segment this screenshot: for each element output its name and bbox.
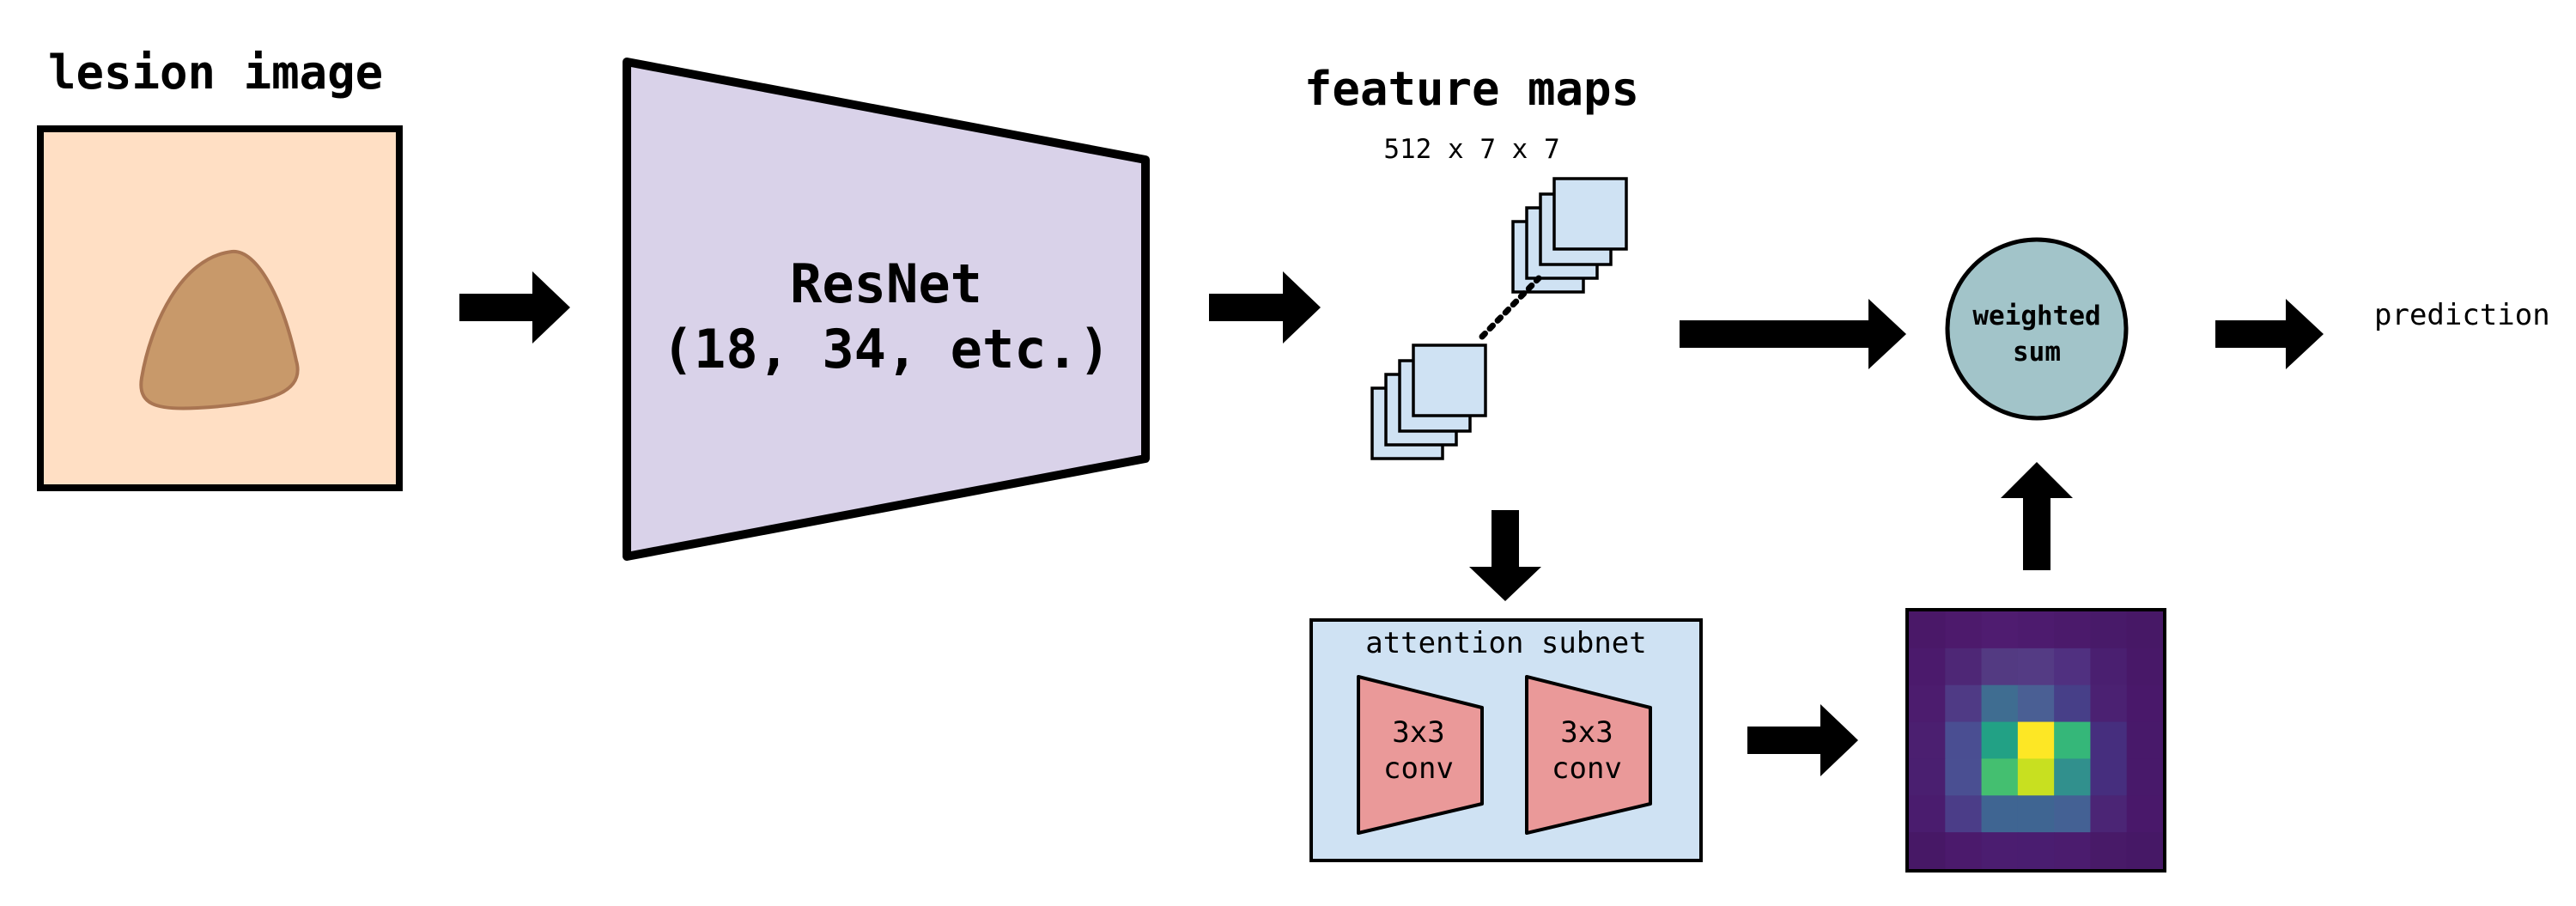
- heatmap-cell: [2054, 832, 2092, 870]
- conv-block-2: [1525, 675, 1652, 835]
- heatmap-cell: [1945, 721, 1983, 760]
- arrow-heatmap-to-weighted-sum: [2001, 462, 2073, 570]
- heatmap-cell: [1909, 758, 1946, 796]
- heatmap-cell: [2054, 758, 2092, 796]
- attention-subnet-title: attention subnet: [1365, 626, 1647, 660]
- feature-map-stack-bottom: [1370, 344, 1487, 460]
- heatmap-cell: [2090, 648, 2128, 686]
- heatmap-cell: [1909, 721, 1946, 760]
- heatmap-cell: [2017, 721, 2055, 760]
- heatmap-cell: [1981, 758, 2019, 796]
- feature-map-ellipsis: [1479, 275, 1542, 340]
- heatmap-cell: [1909, 648, 1946, 686]
- conv-block-1-label-line2: conv: [1383, 751, 1454, 786]
- heatmap-cell: [2054, 795, 2092, 833]
- heatmap-cell: [1981, 721, 2019, 760]
- conv-block-2-label-line1: 3x3: [1560, 715, 1613, 750]
- heatmap-cell: [1945, 648, 1983, 686]
- conv-block-2-label-line2: conv: [1552, 751, 1622, 786]
- arrow-attention-to-heatmap: [1747, 704, 1858, 776]
- heatmap-cell: [2090, 758, 2128, 796]
- weighted-sum-label-line1: weighted: [1972, 301, 2100, 331]
- heatmap-cell: [1909, 684, 1946, 723]
- heatmap-cell: [2017, 758, 2055, 796]
- heatmap-cell: [1981, 684, 2019, 723]
- resnet-variants-label: (18, 34, etc.): [662, 318, 1111, 380]
- feature-maps-dims: 512 x 7 x 7: [1383, 134, 1559, 165]
- arrow-features-to-weighted-sum: [1680, 299, 1906, 369]
- heatmap-cell: [2126, 832, 2164, 870]
- heatmap-cell: [1945, 611, 1983, 649]
- heatmap-cell: [1945, 832, 1983, 870]
- lesion-image-title: lesion image: [48, 46, 383, 100]
- resnet-label: ResNet: [790, 252, 982, 315]
- heatmap-cell: [2090, 684, 2128, 723]
- heatmap-cell: [2126, 795, 2164, 833]
- heatmap-cell: [1981, 648, 2019, 686]
- arrow-weighted-sum-to-prediction: [2215, 299, 2324, 369]
- heatmap-cell: [2017, 795, 2055, 833]
- conv-block-1: [1357, 675, 1484, 835]
- prediction-label: prediction: [2374, 298, 2550, 332]
- heatmap-cell: [1945, 758, 1983, 796]
- heatmap-cell: [2126, 648, 2164, 686]
- heatmap-cell: [2054, 611, 2092, 649]
- heatmap-cell: [1909, 795, 1946, 833]
- feature-map-stack-top: [1511, 177, 1628, 294]
- heatmap-cell: [1981, 611, 2019, 649]
- heatmap-cell: [2054, 721, 2092, 760]
- weighted-sum-label-line2: sum: [2013, 337, 2061, 368]
- heatmap-cell: [2126, 758, 2164, 796]
- heatmap-cell: [1945, 684, 1983, 723]
- heatmap-cell: [2126, 684, 2164, 723]
- heatmap-cell: [2017, 832, 2055, 870]
- heatmap-cell: [1909, 832, 1946, 870]
- arrow-features-to-attention: [1469, 510, 1541, 601]
- feature-maps-title: feature maps: [1304, 62, 1639, 116]
- heatmap-cell: [2126, 611, 2164, 649]
- resnet-block: [623, 58, 1150, 561]
- heatmap-cell: [2017, 611, 2055, 649]
- heatmap-cell: [1981, 795, 2019, 833]
- heatmap-cell: [1909, 611, 1946, 649]
- heatmap-cell: [2054, 684, 2092, 723]
- heatmap-cell: [1981, 832, 2019, 870]
- arrow-resnet-to-features: [1209, 271, 1321, 344]
- heatmap-cell: [2054, 648, 2092, 686]
- heatmap-cell: [2090, 611, 2128, 649]
- heatmap-cell: [2126, 721, 2164, 760]
- attention-heatmap-frame: [1905, 608, 2166, 873]
- heatmap-cell: [2090, 721, 2128, 760]
- attention-heatmap: [1909, 611, 2164, 870]
- lesion-blob: [139, 249, 300, 410]
- heatmap-cell: [2090, 795, 2128, 833]
- heatmap-cell: [2017, 648, 2055, 686]
- heatmap-cell: [2017, 684, 2055, 723]
- heatmap-cell: [2090, 832, 2128, 870]
- conv-block-1-label-line1: 3x3: [1392, 715, 1444, 750]
- heatmap-cell: [1945, 795, 1983, 833]
- arrow-lesion-to-resnet: [459, 271, 570, 344]
- weighted-sum-node: [1945, 237, 2129, 421]
